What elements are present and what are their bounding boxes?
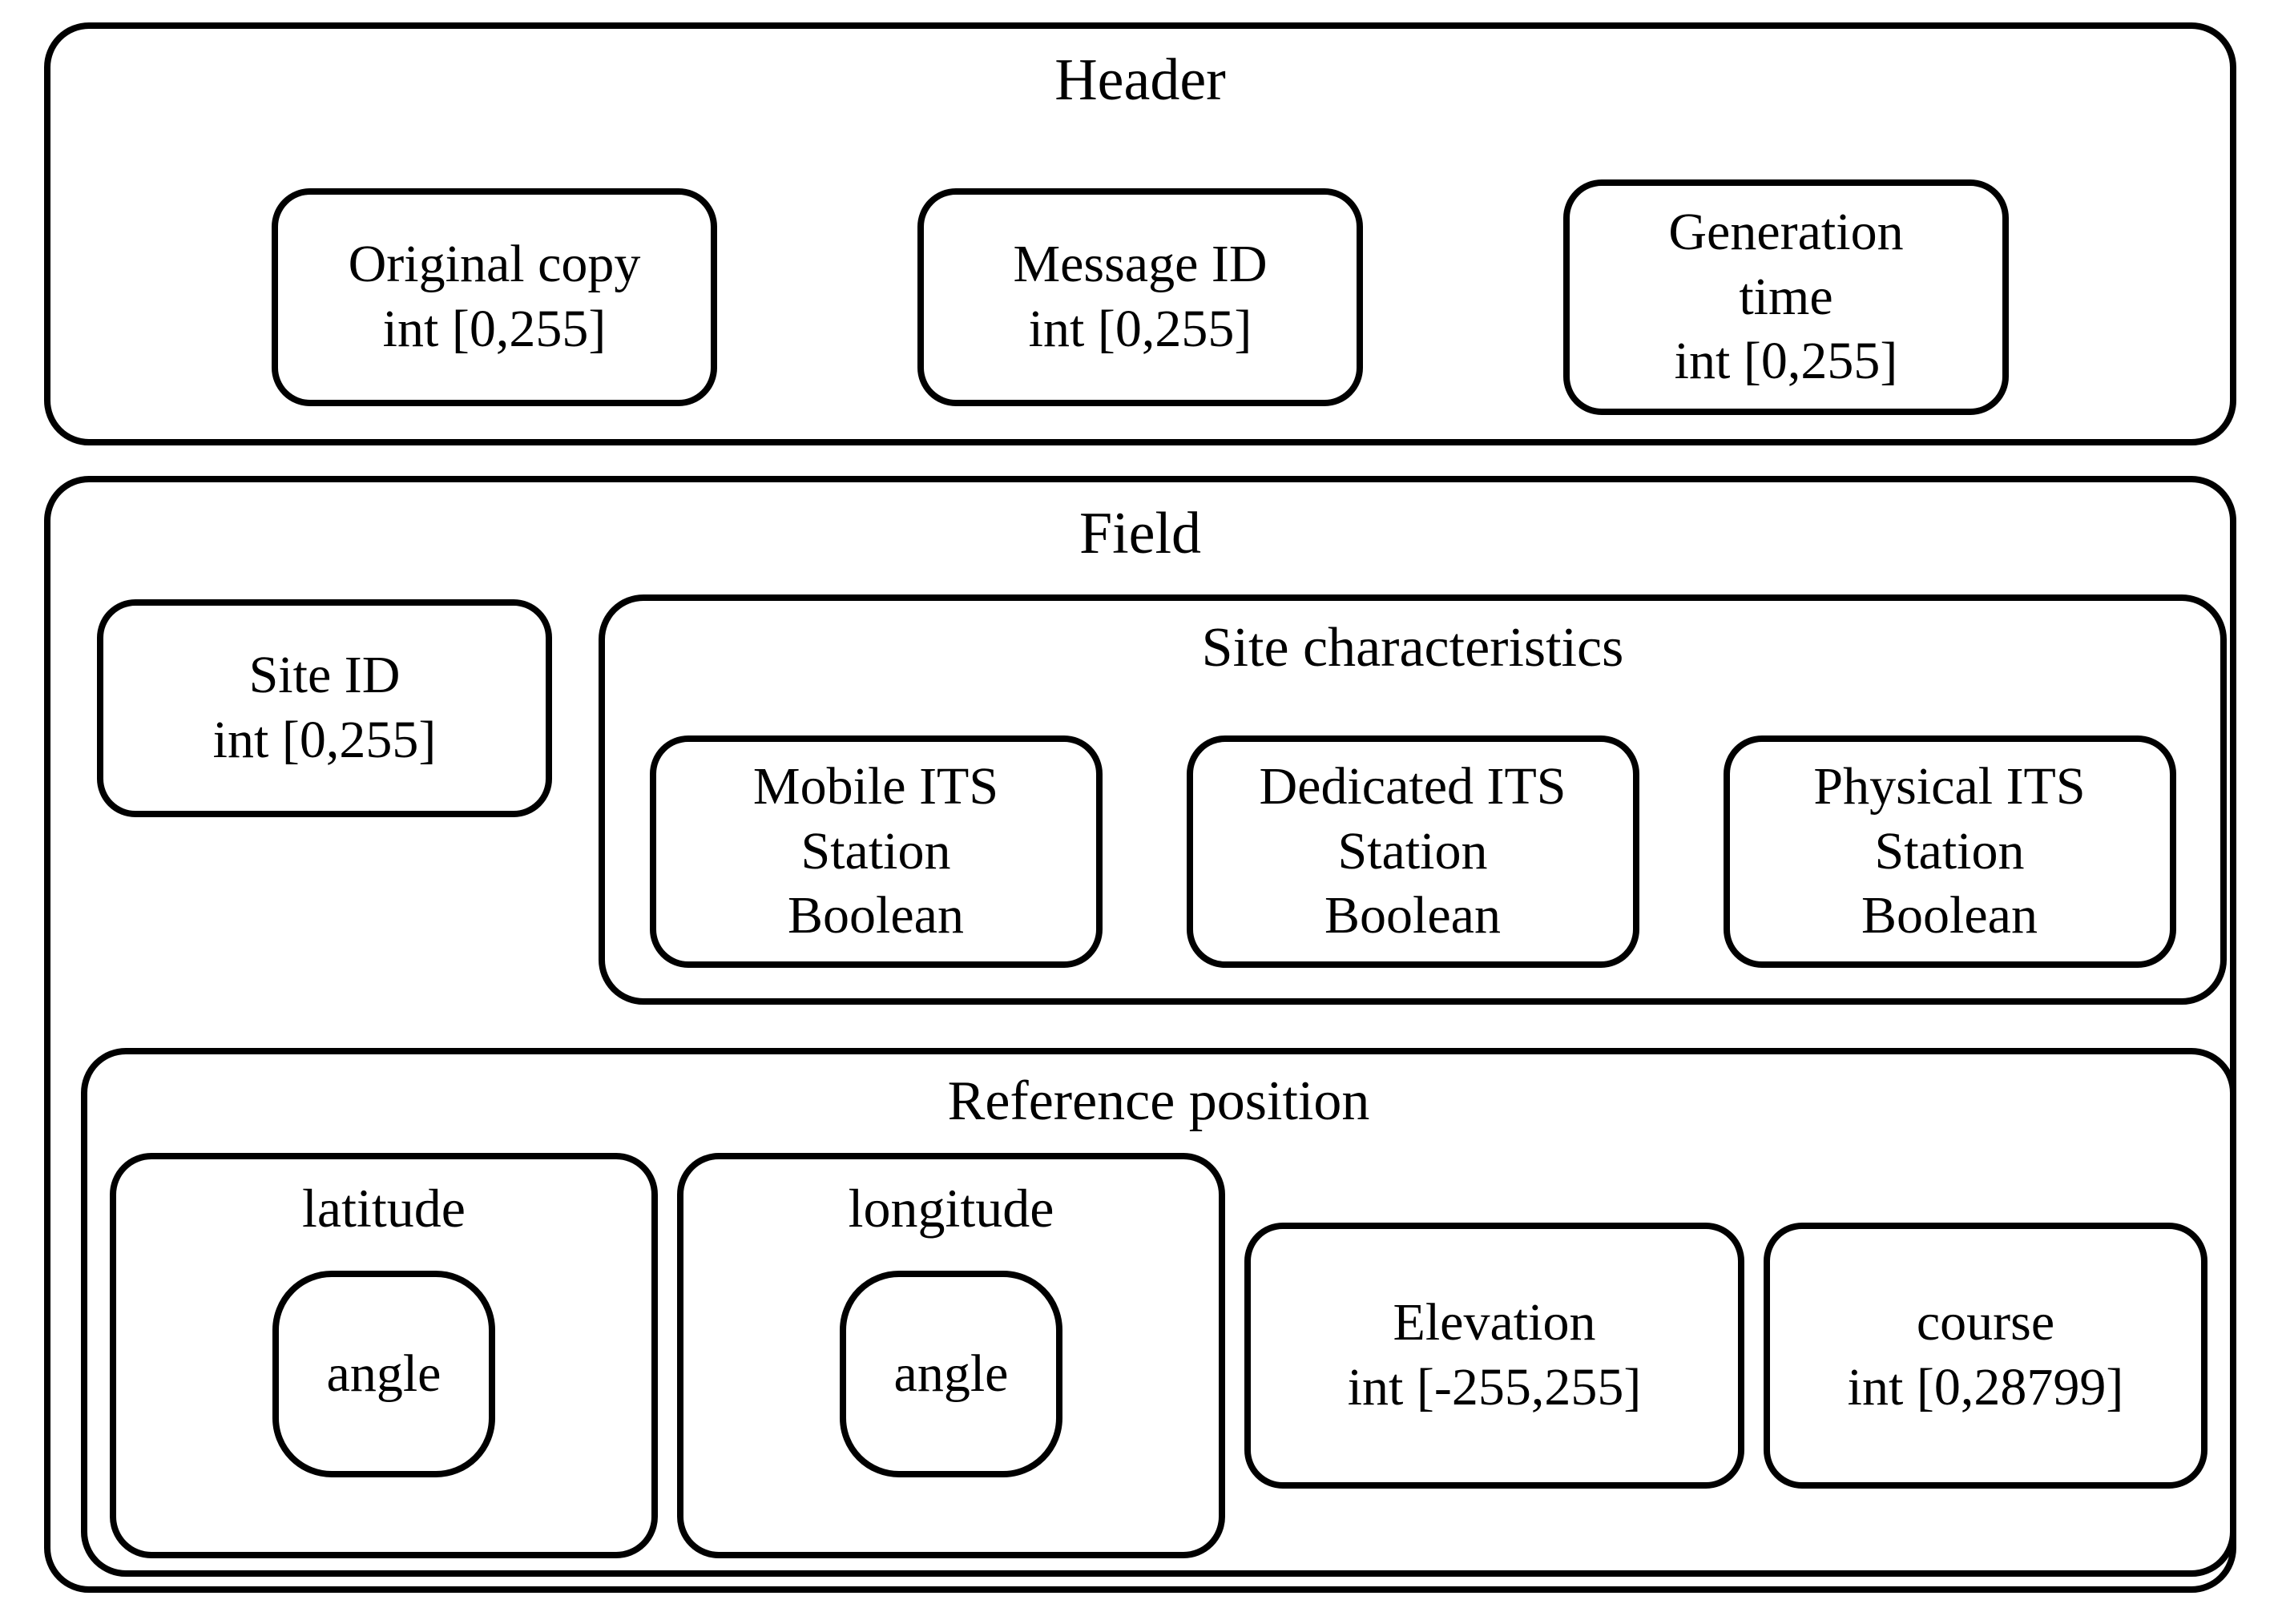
elevation-box: Elevation int [-255,255] [1244,1223,1744,1489]
reference-position-row: latitude angle longitude angle Elevation… [110,1144,2207,1567]
latitude-box: latitude angle [110,1153,658,1558]
physical-its-station-box: Physical ITS Station Boolean [1723,735,2176,968]
header-section: Header Original copy int [0,255] Message… [44,22,2236,445]
message-id-box: Message ID int [0,255] [917,187,1363,406]
longitude-box: longitude angle [677,1153,1225,1558]
original-copy-box: Original copy int [0,255] [272,187,717,406]
reference-position-group: Reference position latitude angle longit… [81,1048,2236,1577]
latitude-label: latitude [302,1178,466,1239]
latitude-angle-box: angle [272,1270,495,1477]
longitude-label: longitude [848,1178,1054,1239]
dedicated-its-station-box: Dedicated ITS Station Boolean [1186,735,1639,968]
field-section: Field Site ID int [0,255] Site character… [44,476,2236,1593]
course-box: course int [0,28799] [1764,1223,2207,1489]
site-characteristics-group: Site characteristics Mobile ITS Station … [599,594,2227,1005]
site-characteristics-row: Mobile ITS Station Boolean Dedicated ITS… [605,735,2220,968]
mobile-its-station-box: Mobile ITS Station Boolean [649,735,1103,968]
header-section-title: Header [1054,47,1226,113]
reference-position-title: Reference position [947,1070,1370,1132]
generation-time-box: Generation time int [0,255] [1563,179,2009,415]
header-fields-row: Original copy int [0,255] Message ID int… [50,179,2230,415]
site-characteristics-title: Site characteristics [1201,617,1624,679]
field-section-title: Field [1079,501,1202,566]
longitude-angle-box: angle [840,1270,1062,1477]
site-id-box: Site ID int [0,255] [97,599,552,817]
